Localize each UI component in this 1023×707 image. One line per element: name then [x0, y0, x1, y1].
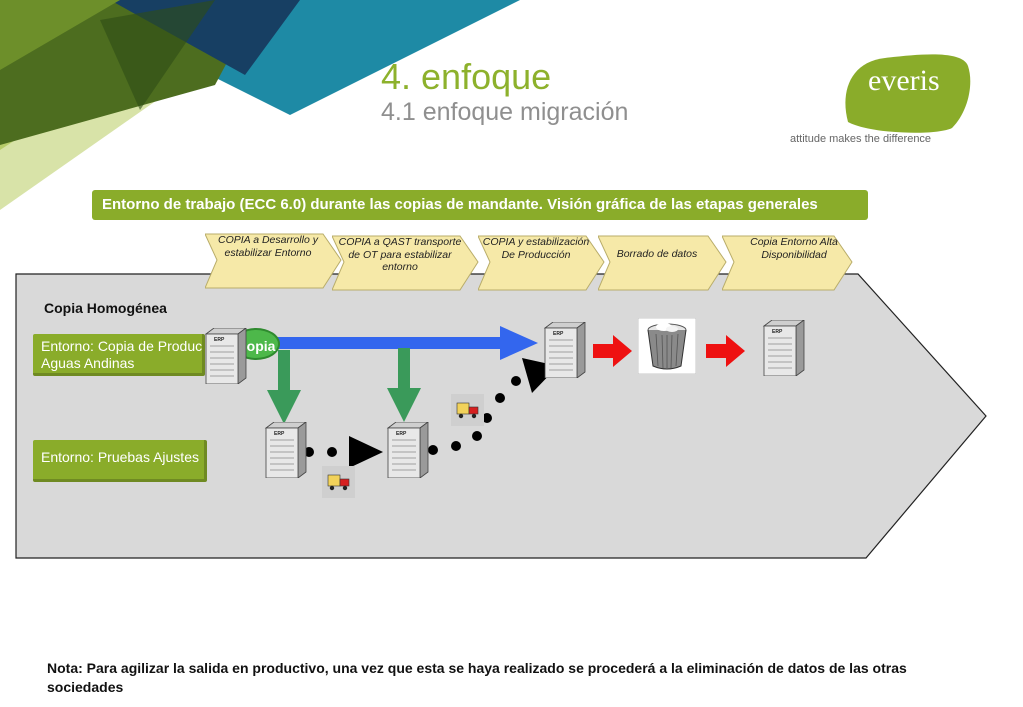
step-copia-desarrollo: COPIA a Desarrollo y estabilizar Entorno: [205, 232, 342, 289]
tagline: attitude makes the difference: [790, 133, 932, 145]
environment-test-label: Entorno: Pruebas Ajustes: [41, 449, 199, 465]
server-icon: ERP: [386, 422, 429, 478]
trash-bin-icon: [638, 318, 696, 374]
section-label: Copia Homogénea: [44, 300, 167, 316]
footer-note: Nota: Para agilizar la salida en product…: [47, 660, 907, 695]
server-icon: ERP: [762, 320, 805, 376]
dotted-flow-arrow: [304, 436, 383, 468]
step-label: COPIA a Desarrollo y estabilizar Entorno: [218, 234, 318, 259]
banner-title: Entorno de trabajo (ECC 6.0) durante las…: [92, 190, 868, 220]
server-label: ERP: [553, 331, 564, 337]
blue-arrow-icon: [275, 326, 538, 360]
server-icon: ERP: [264, 422, 307, 478]
truck-icon: [322, 466, 355, 498]
red-arrow-icon: [706, 335, 745, 367]
server-label: ERP: [772, 329, 783, 335]
step-label: Borrado de datos: [616, 248, 698, 260]
red-arrow-icon: [593, 335, 632, 367]
step-borrado: Borrado de datos: [598, 234, 728, 291]
server-label: ERP: [214, 337, 225, 343]
step-copia-alta-disponibilidad: Copia Entorno Alta Disponibilidad: [722, 234, 853, 291]
server-icon: ERP: [204, 328, 247, 384]
logo-text: everis: [868, 64, 940, 97]
everis-logo: everis: [845, 54, 971, 133]
step-label: COPIA a QAST transporte de OT para estab…: [338, 236, 462, 273]
environment-production-label: Entorno: Copia de Producción Aguas Andin…: [41, 338, 203, 371]
corner-decoration: [0, 0, 520, 210]
green-down-arrow-icon: [387, 348, 421, 422]
step-copia-produccion: COPIA y estabilización De Producción: [478, 234, 608, 291]
environment-test: Entorno: Pruebas Ajustes: [33, 440, 207, 482]
step-label: Copia Entorno Alta Disponibilidad: [750, 236, 838, 261]
server-label: ERP: [274, 431, 285, 437]
step-label: COPIA y estabilización De Producción: [482, 236, 590, 261]
environment-production: Entorno: Copia de Producción Aguas Andin…: [33, 334, 205, 376]
server-icon: ERP: [543, 322, 586, 378]
truck-icon: [451, 394, 484, 426]
dotted-flow-arrow: [428, 358, 558, 455]
page-subtitle: 4.1 enfoque migración: [381, 98, 629, 126]
page-title: 4. enfoque: [381, 56, 552, 97]
step-copia-qast: COPIA a QAST transporte de OT para estab…: [332, 234, 479, 291]
server-label: ERP: [396, 431, 407, 437]
green-down-arrow-icon: [267, 350, 301, 424]
